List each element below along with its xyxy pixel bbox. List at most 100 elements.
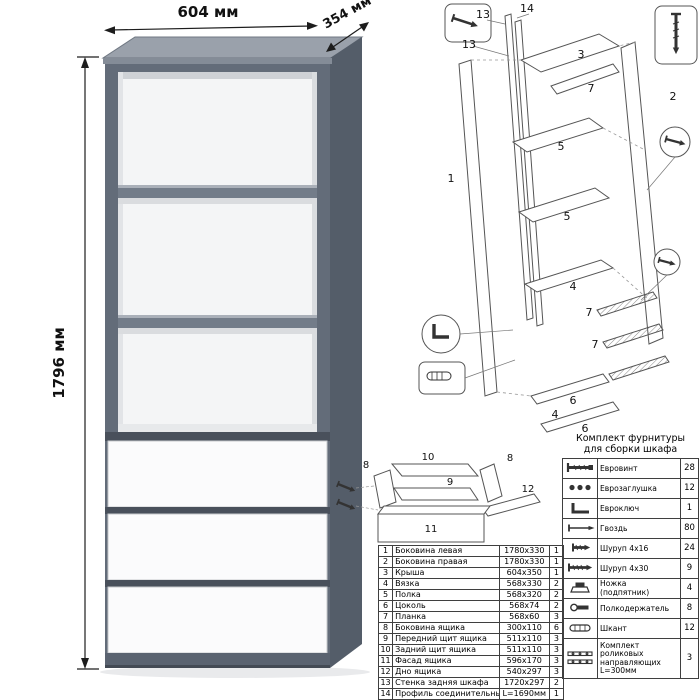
table-row: Шуруп 4x30 9 (562, 558, 699, 580)
callout-number: 9 (447, 477, 453, 488)
callout-number: 2 (670, 90, 677, 103)
screw-icon (336, 498, 356, 510)
hardware-name: Гвоздь (597, 518, 681, 540)
table-row: 13 Стенка задняя шкафа 1720x297 2 (377, 677, 565, 689)
exploded-diagram: 14 13 13 3 7 2 1 5 5 4 7 7 6 4 6 (418, 2, 698, 435)
plinth (105, 653, 330, 668)
part-name: Вязка (392, 578, 500, 590)
bookcase-render: 1796 мм 604 мм 354 мм (50, 0, 374, 678)
part-number: 7 (377, 611, 394, 623)
hardware-name: Ножка (подпятник) (597, 578, 681, 600)
hardware-qty: 24 (680, 538, 699, 560)
plinth-panel (530, 373, 610, 405)
callout-number: 1 (448, 172, 455, 185)
top-edge (103, 58, 332, 64)
part-size: 300x110 (498, 622, 550, 634)
part-size: 568x74 (498, 600, 550, 612)
hardware-qty: 8 (680, 598, 699, 620)
hardware-name: Шкант (597, 618, 681, 640)
screw-icon (657, 256, 676, 266)
hardware-qty: 3 (680, 638, 699, 680)
hardware-kit-title: Комплект фурнитуры для сборки шкафа (562, 433, 699, 455)
back-panel (504, 13, 534, 321)
part-name: Планка (392, 611, 500, 623)
parts-table: 1 Боковина левая 1780x330 1 2 Боковина п… (377, 545, 565, 700)
hardware-name: Комплект роликовых направляющих L=300мм (597, 638, 681, 680)
width-label: 604 мм (177, 3, 238, 21)
height-label: 1796 мм (50, 327, 68, 399)
part-size: 596x170 (498, 655, 550, 667)
part-size: 511x110 (498, 633, 550, 645)
hardware-name: Евроключ (597, 498, 681, 520)
callout-number: 11 (425, 524, 438, 535)
dowel-icon (562, 618, 598, 640)
part-size: L=1690мм (498, 688, 550, 700)
table-row: 7 Планка 568x60 3 (377, 611, 565, 623)
table-row: 6 Цоколь 568x74 2 (377, 600, 565, 612)
callout-number: 6 (582, 422, 589, 435)
part-number: 13 (377, 677, 394, 689)
table-row: 9 Передний щит ящика 511x110 3 (377, 633, 565, 645)
right-side-panel (620, 41, 664, 345)
height-dimension (77, 56, 99, 670)
drawer-front-shield (393, 487, 479, 501)
part-name: Цоколь (392, 600, 500, 612)
part-number: 12 (377, 666, 394, 678)
table-row: 12 Дно ящика 540x297 3 (377, 666, 565, 678)
callout-number: 7 (586, 306, 593, 319)
drawer-gap (105, 507, 330, 514)
table-row: Гвоздь 80 (562, 518, 699, 540)
part-size: 604x350 (498, 567, 550, 579)
bottom-shelf-surface (118, 424, 317, 432)
stretcher (550, 63, 620, 95)
plinth-shadow (105, 665, 330, 668)
part-number: 14 (377, 688, 394, 700)
screw-caps-icon (562, 478, 598, 500)
bookcase-side-face (330, 37, 362, 668)
table-row: Комплект роликовых направляющих L=300мм … (562, 638, 699, 680)
screw-icon (336, 480, 356, 492)
hardware-name: Полкодержатель (597, 598, 681, 620)
shelf-panel (517, 187, 611, 223)
shelf-pin-icon (562, 598, 598, 620)
top-panel (519, 33, 621, 73)
callout-number: 8 (507, 453, 513, 464)
part-number: 10 (377, 644, 394, 656)
part-size: 568x320 (498, 589, 550, 601)
part-size: 1720x297 (498, 677, 550, 689)
hardware-qty: 12 (680, 618, 699, 640)
table-row: 8 Боковина ящика 300x110 6 (377, 622, 565, 634)
table-row: 14 Профиль соединительный L=1690мм 1 (377, 688, 565, 700)
part-number: 1 (377, 545, 394, 557)
part-name: Боковина правая (392, 556, 500, 568)
part-name: Стенка задняя шкафа (392, 677, 500, 689)
callout-number: 5 (558, 140, 565, 153)
nail-icon (562, 518, 598, 540)
table-row: Ножка (подпятник) 4 (562, 578, 699, 600)
drawer-facade (377, 513, 485, 543)
hardware-title-line2: для сборки шкафа (583, 444, 678, 456)
part-qty: 1 (548, 688, 565, 700)
left-side-panel (458, 59, 498, 397)
parts-table-body: 1 Боковина левая 1780x330 1 2 Боковина п… (377, 545, 565, 700)
screw-long-icon (562, 558, 598, 580)
hardware-qty: 12 (680, 478, 699, 500)
table-row: 4 Вязка 568x330 2 (377, 578, 565, 590)
plinth-panel (540, 401, 620, 433)
callout-number: 3 (578, 48, 585, 61)
interior-top-shadow (118, 72, 317, 79)
table-row: Евроключ 1 (562, 498, 699, 520)
drawer-bottom-panel (481, 493, 541, 517)
table-row: Еврозаглушка 12 (562, 478, 699, 500)
part-name: Боковина ящика (392, 622, 500, 634)
hardware-qty: 4 (680, 578, 699, 600)
part-size: 540x297 (498, 666, 550, 678)
interior-back (118, 72, 317, 430)
drawer-parts (373, 463, 541, 543)
depth-dimension (326, 22, 369, 52)
roller-rails (596, 291, 670, 381)
drawer-side-panel (479, 463, 503, 503)
table-row: Шкант 12 (562, 618, 699, 640)
drawer-callout-numbers: 10 8 8 9 11 12 (363, 452, 535, 535)
callout-number: 4 (552, 408, 559, 421)
